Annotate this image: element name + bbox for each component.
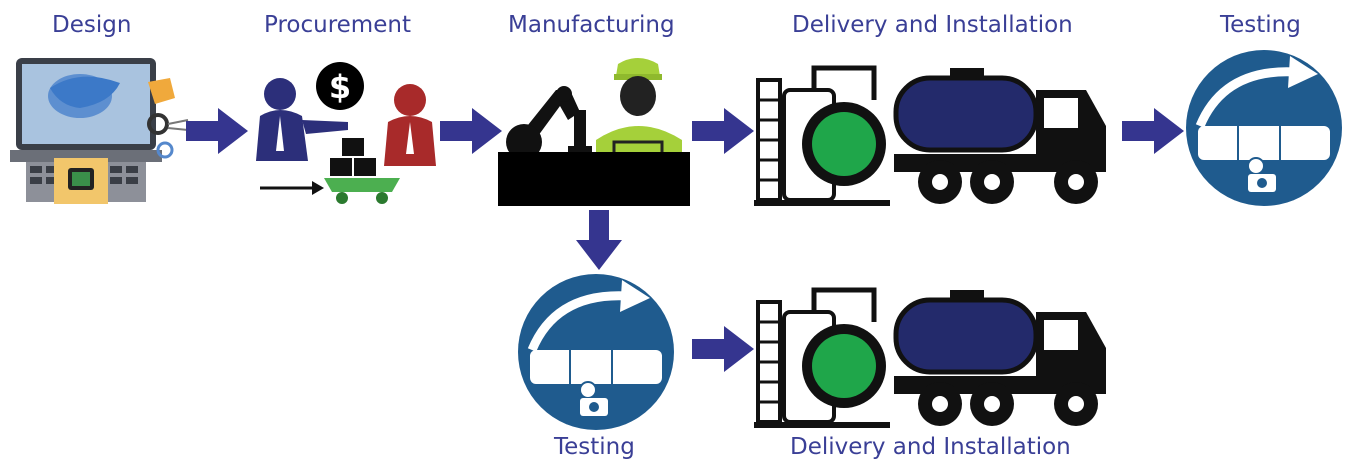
- stage-label-testing-bottom: Testing: [554, 434, 635, 460]
- robot-arm-worker-icon: [498, 58, 690, 206]
- right-arrow-icon: [1122, 108, 1184, 154]
- stage-label-testing-top: Testing: [1220, 12, 1301, 38]
- down-arrow-icon: [576, 210, 622, 270]
- tanker-truck-plant-icon: [754, 287, 1106, 428]
- buyer-seller-cart-icon: $: [256, 62, 436, 204]
- right-arrow-icon: [692, 326, 754, 372]
- stage-label-delivery-bottom: Delivery and Installation: [790, 434, 1071, 460]
- stage-label-delivery-top: Delivery and Installation: [792, 12, 1073, 38]
- pressure-test-circle-icon: [1186, 50, 1342, 206]
- tanker-truck-plant-icon: [754, 65, 1106, 206]
- stage-label-design: Design: [52, 12, 132, 38]
- stage-label-procurement: Procurement: [264, 12, 411, 38]
- pressure-test-circle-icon: [518, 274, 674, 430]
- laptop-with-3d-model-icon: [10, 58, 189, 204]
- stage-label-manufacturing: Manufacturing: [508, 12, 675, 38]
- right-arrow-icon: [186, 108, 248, 154]
- svg-text:$: $: [329, 68, 351, 106]
- right-arrow-icon: [692, 108, 754, 154]
- right-arrow-icon: [440, 108, 502, 154]
